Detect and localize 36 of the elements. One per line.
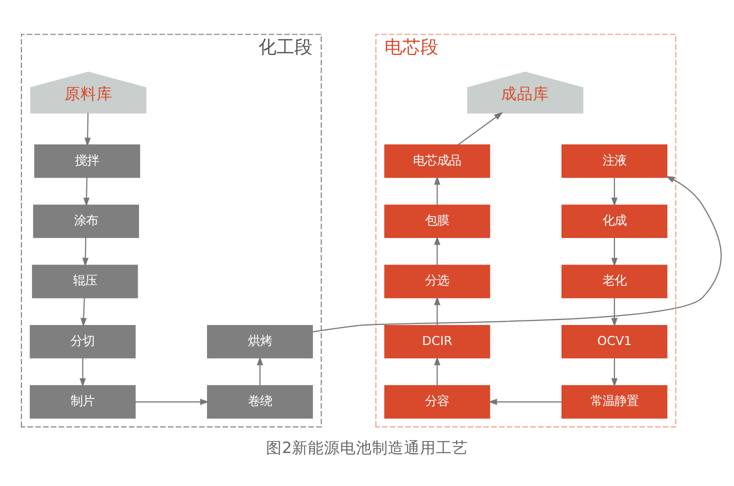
node-box: 烘烤 bbox=[207, 324, 313, 358]
node-box: 电芯成品 bbox=[384, 144, 490, 178]
arrow bbox=[611, 358, 618, 387]
node-box: 注液 bbox=[561, 144, 668, 178]
arrow bbox=[312, 175, 722, 332]
arrow bbox=[80, 358, 86, 387]
arrow bbox=[84, 112, 91, 146]
node-box: 分切 bbox=[30, 324, 136, 358]
node-box: 老化 bbox=[561, 264, 668, 298]
arrow bbox=[434, 235, 440, 265]
arrow bbox=[488, 398, 562, 405]
node-box: 分容 bbox=[384, 384, 490, 418]
node-box: 化成 bbox=[561, 204, 668, 238]
node-box: OCV1 bbox=[561, 324, 668, 358]
arrow bbox=[82, 237, 89, 266]
arrow bbox=[434, 356, 440, 385]
node-box: 常温静置 bbox=[561, 384, 668, 418]
arrow bbox=[256, 356, 264, 385]
node-box: 分选 bbox=[384, 264, 490, 298]
arrow bbox=[611, 176, 618, 206]
node-box: 辊压 bbox=[32, 264, 138, 298]
node-box: 卷绕 bbox=[207, 384, 313, 418]
node-box: DCIR bbox=[384, 324, 490, 358]
node-box: 制片 bbox=[30, 384, 136, 418]
node-box: 包膜 bbox=[384, 204, 490, 238]
arrow bbox=[611, 237, 618, 266]
arrow bbox=[83, 176, 90, 206]
arrow bbox=[80, 297, 87, 326]
node-box: 涂布 bbox=[33, 204, 140, 238]
arrow bbox=[434, 175, 440, 204]
arrow bbox=[135, 398, 210, 405]
arrow bbox=[434, 296, 440, 325]
arrow bbox=[611, 297, 618, 326]
arrow bbox=[458, 112, 504, 145]
caption: 图2新能源电池制造通用工艺 bbox=[266, 438, 468, 456]
node-box: 搅拌 bbox=[34, 144, 140, 178]
